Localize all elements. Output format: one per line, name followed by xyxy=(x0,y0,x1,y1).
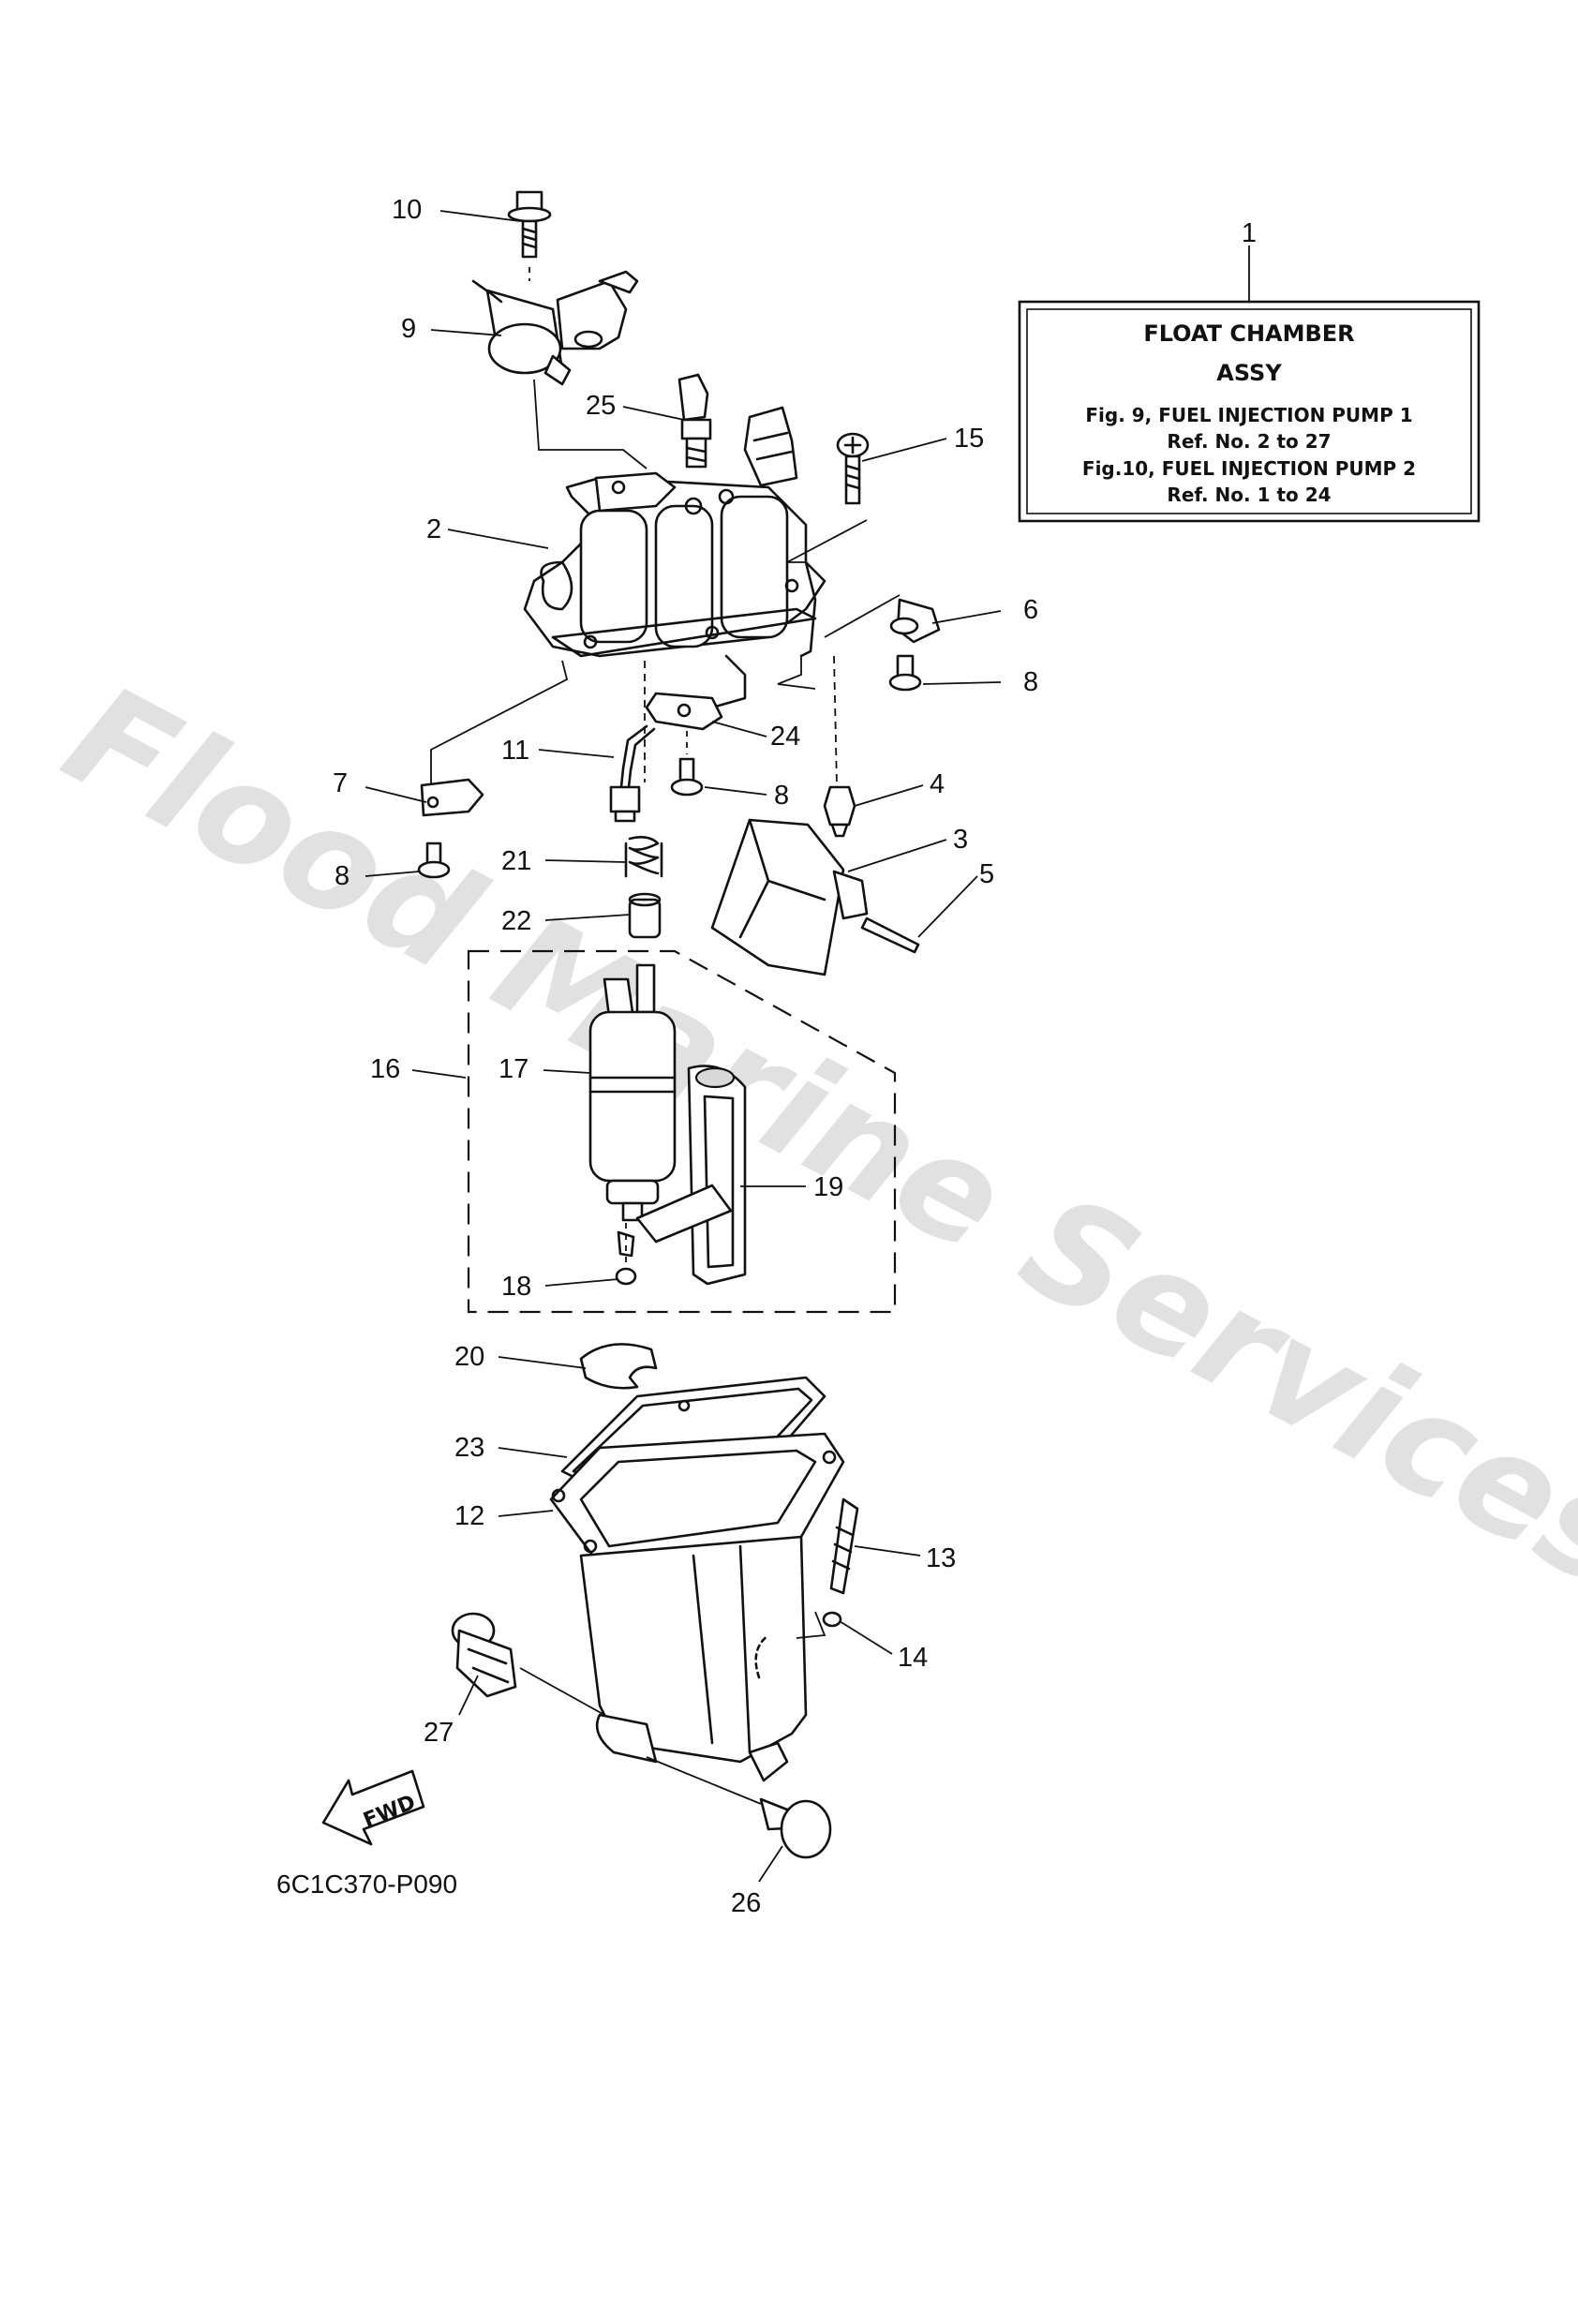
callout-14: 14 xyxy=(898,1643,928,1673)
callout-3: 3 xyxy=(953,825,968,855)
part-11-wire-harness xyxy=(609,654,747,823)
figure-code: 6C1C370-P090 xyxy=(276,1870,457,1899)
part-13-adjust-screw xyxy=(829,1497,859,1595)
assy-title-line1: FLOAT CHAMBER xyxy=(1143,320,1354,347)
part-3-float xyxy=(710,818,869,976)
callout-labels: 10 9 25 15 2 6 8 11 24 8 7 8 4 3 5 21 22… xyxy=(333,195,1038,1918)
part-15-screw xyxy=(836,432,870,505)
part-5-pin xyxy=(860,916,920,954)
part-16-kit-outline xyxy=(467,949,897,1314)
callout-7: 7 xyxy=(333,768,348,798)
callout-6: 6 xyxy=(1023,595,1038,625)
part-8-screw-center xyxy=(670,757,704,797)
callout-16: 16 xyxy=(370,1054,400,1084)
assembly-info-box: FLOAT CHAMBER ASSY Fig. 9, FUEL INJECTIO… xyxy=(1018,218,1481,523)
part-22-bushing xyxy=(628,892,662,939)
part-24-clamp xyxy=(645,692,723,731)
part-21-spring xyxy=(624,836,663,878)
connector-harness xyxy=(743,406,798,487)
callout-27: 27 xyxy=(424,1718,454,1748)
part-8-screw-left xyxy=(417,842,451,879)
callout-8-center: 8 xyxy=(774,781,789,811)
callout-12: 12 xyxy=(454,1501,484,1531)
part-2-upper-body xyxy=(523,471,826,658)
callout-26: 26 xyxy=(731,1888,761,1918)
callout-19: 19 xyxy=(813,1172,843,1202)
callout-20: 20 xyxy=(454,1342,484,1372)
part-27-grommet xyxy=(451,1612,517,1698)
callout-8-left: 8 xyxy=(335,861,350,891)
part-12-float-chamber xyxy=(549,1432,845,1782)
part-4-valve xyxy=(823,785,856,838)
part-20-retainer xyxy=(579,1343,658,1390)
part-9-pressure-regulator xyxy=(471,270,639,386)
callout-9: 9 xyxy=(401,314,416,344)
fwd-arrow-icon: FWD xyxy=(321,1769,425,1846)
assy-line4: Ref. No. 2 to 27 xyxy=(1167,430,1331,453)
part-25-sensor xyxy=(677,373,712,469)
callout-18: 18 xyxy=(501,1272,531,1302)
callout-4: 4 xyxy=(930,769,945,799)
part-17-fuel-pump xyxy=(588,963,677,1222)
callout-1: 1 xyxy=(1242,218,1257,248)
callout-10: 10 xyxy=(392,195,422,225)
part-6-bracket xyxy=(889,598,941,644)
callout-13: 13 xyxy=(926,1543,956,1573)
callout-15: 15 xyxy=(954,424,984,454)
part-26-drain-plug xyxy=(759,1797,832,1859)
part-18-clip xyxy=(615,1230,637,1286)
leader-lines xyxy=(365,210,1002,1883)
part-19-filter xyxy=(635,1065,747,1286)
part-7-plate xyxy=(420,778,484,817)
part-10-bolt xyxy=(507,190,552,259)
part-14-o-ring xyxy=(822,1611,842,1628)
callout-23: 23 xyxy=(454,1433,484,1463)
assy-line5: Fig.10, FUEL INJECTION PUMP 2 xyxy=(1082,457,1416,480)
callout-2: 2 xyxy=(426,514,441,544)
assy-line6: Ref. No. 1 to 24 xyxy=(1167,484,1331,506)
callout-17: 17 xyxy=(499,1054,528,1084)
assy-title-line2: ASSY xyxy=(1216,360,1282,386)
part-8-screw-right xyxy=(888,654,922,692)
callout-8-right: 8 xyxy=(1023,667,1038,697)
callout-5: 5 xyxy=(979,859,994,889)
assy-line3: Fig. 9, FUEL INJECTION PUMP 1 xyxy=(1085,404,1412,426)
callout-11: 11 xyxy=(501,736,529,766)
callout-22: 22 xyxy=(501,906,531,936)
callout-25: 25 xyxy=(586,391,616,421)
callout-24: 24 xyxy=(770,722,800,752)
callout-21: 21 xyxy=(501,846,531,876)
